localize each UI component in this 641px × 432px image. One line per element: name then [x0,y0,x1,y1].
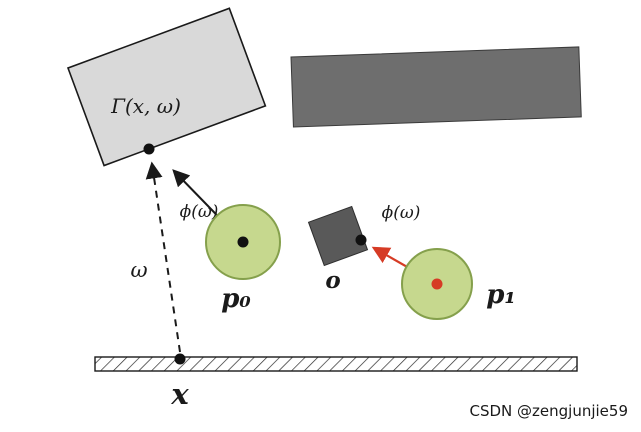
p0-label: p₀ [221,284,251,314]
phi-left-label: ϕ(ω) [180,202,219,222]
o-dot [355,234,367,246]
x-dot [174,353,186,365]
omega-label: ω [130,258,147,282]
gamma-hit-dot [143,143,155,155]
gamma-surface-rect [66,7,267,167]
p0-center-dot [237,236,249,248]
ground-strip [94,356,578,372]
x-label: x [170,377,189,411]
dark-slab-rect [290,46,582,128]
dark-slab-shape [290,46,582,128]
watermark: CSDN @zengjunjie59 [470,402,629,420]
omega-ray-dashed-arrow [145,161,181,353]
o-square-shape [307,205,369,267]
p1-center-dot [431,278,443,290]
o-label: o [325,267,340,294]
gamma-surface-shape [66,7,267,167]
p1-label: p₁ [486,280,516,310]
phi-right-label: ϕ(ω) [382,203,421,223]
o-square-rect [307,205,369,267]
gamma-label: Γ(x, ω) [110,94,181,118]
